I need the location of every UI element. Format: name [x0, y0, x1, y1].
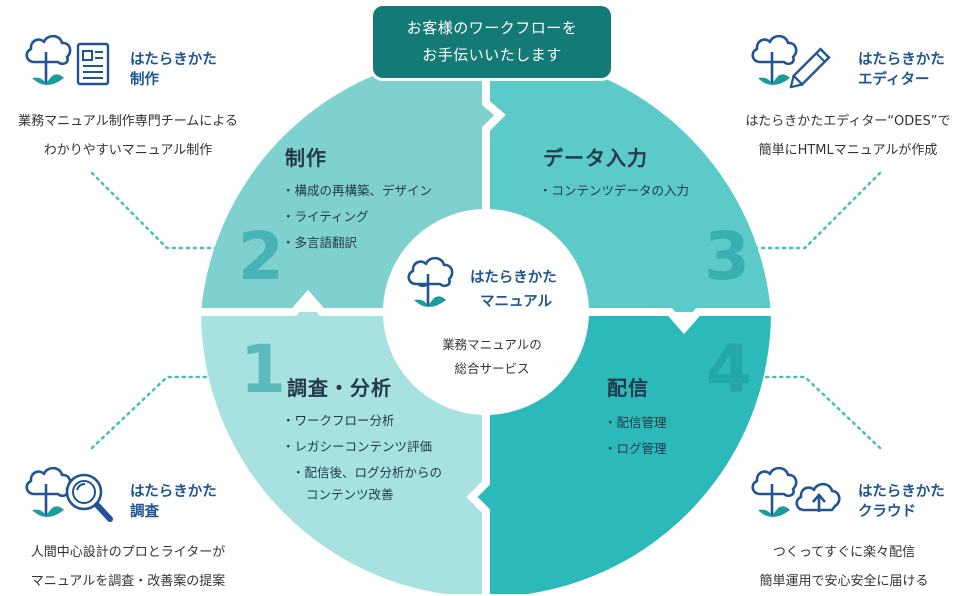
- quadrant-4-item: ログ管理: [604, 436, 667, 462]
- service-seisaku-desc-line-2: わかりやすいマニュアル制作: [43, 143, 213, 158]
- service-seisaku-title-line-2: 制作: [130, 72, 159, 88]
- quadrant-3-item: コンテンツデータの入力: [539, 178, 690, 204]
- service-cloud-title-line-2: クラウド: [858, 504, 916, 520]
- service-seisaku-title-line-1: はたらきかた: [130, 52, 217, 68]
- center-desc-line-1: 業務マニュアルの: [442, 337, 542, 352]
- service-seisaku-title: はたらきかた 制作: [130, 50, 217, 90]
- quadrant-4-item: 配信管理: [604, 410, 667, 436]
- service-editor-title-line-2: エディター: [858, 72, 930, 88]
- service-cloud-desc-line-2: 簡単運用で安心安全に届ける: [759, 574, 929, 589]
- quadrant-1-title: 調査・分析: [287, 376, 392, 400]
- quadrant-2-item: 多言語翻訳: [282, 230, 432, 256]
- banner-line-2: お手伝いいたします: [422, 46, 562, 64]
- service-chosa-desc-line-2: マニュアルを調査・改善案の提案: [30, 574, 226, 589]
- connector-cloud: [744, 375, 882, 450]
- quadrant-3-title: データ入力: [543, 146, 648, 170]
- quadrant-1-list: ワークフロー分析 レガシーコンテンツ評価 配信後、ログ分析からの コンテンツ改善: [282, 408, 443, 506]
- quadrant-4-title: 配信: [607, 376, 649, 400]
- service-editor-desc-line-1: はたらきかたエディター“ODES”で: [745, 114, 951, 129]
- service-chosa-desc-line-1: 人間中心設計のプロとライターが: [30, 545, 226, 560]
- banner-line-1: お客様のワークフローを: [406, 19, 578, 37]
- service-seisaku-desc-line-1: 業務マニュアル制作専門チームによる: [18, 114, 238, 129]
- center-desc-line-2: 総合サービス: [454, 361, 530, 376]
- quadrant-1-item: ワークフロー分析: [282, 408, 442, 434]
- quadrant-3-number: 3: [704, 218, 750, 295]
- quadrant-4-number: 4: [706, 331, 752, 408]
- workflow-banner: お客様のワークフローを お手伝いいたします: [373, 6, 611, 78]
- magnifier-icon: [25, 466, 113, 522]
- quadrant-1-item: コンテンツ改善: [306, 487, 394, 502]
- quadrant-1-number: 1: [240, 331, 286, 408]
- quadrant-3-list: コンテンツデータの入力: [539, 178, 690, 204]
- quadrant-2-item: ライティング: [282, 204, 432, 230]
- cloud-tree-logo-icon: [407, 256, 454, 307]
- quadrant-2-number: 2: [238, 218, 284, 295]
- quadrant-separators: [198, 50, 774, 594]
- service-cloud-description: つくってすぐに楽々配信 簡単運用で安心安全に届ける: [724, 538, 964, 596]
- connector-chosa: [90, 375, 228, 450]
- document-icon: [25, 34, 110, 86]
- service-cloud-desc-line-1: つくってすぐに楽々配信: [772, 545, 916, 560]
- service-cloud-title-line-1: はたらきかた: [858, 484, 945, 500]
- center-description: 業務マニュアルの 総合サービス: [412, 333, 572, 381]
- service-editor-desc-line-2: 簡単にHTMLマニュアルが作成: [758, 143, 938, 158]
- connector-seisaku: [90, 171, 228, 250]
- center-brand-line-1: はたらきかた: [470, 270, 557, 286]
- quadrant-2-item: 構成の再構築、デザイン: [282, 178, 433, 204]
- service-chosa-description: 人間中心設計のプロとライターが マニュアルを調査・改善案の提案: [0, 538, 256, 596]
- quadrant-1-item: 配信後、ログ分析からの: [282, 462, 443, 484]
- center-brand-line-2: マニュアル: [480, 294, 553, 310]
- service-chosa-title-line-2: 調査: [130, 504, 159, 520]
- service-seisaku-description: 業務マニュアル制作専門チームによる わかりやすいマニュアル制作: [0, 107, 256, 165]
- pencil-icon: [751, 34, 831, 89]
- service-cloud-title: はたらきかた クラウド: [858, 482, 945, 522]
- quadrant-2-title: 制作: [285, 146, 327, 170]
- quadrant-4-list: 配信管理 ログ管理: [604, 410, 667, 462]
- service-editor-title: はたらきかた エディター: [858, 50, 945, 90]
- service-chosa-title: はたらきかた 調査: [130, 482, 217, 522]
- cloud-upload-icon: [751, 466, 841, 517]
- quadrant-2-list: 構成の再構築、デザイン ライティング 多言語翻訳: [282, 178, 433, 256]
- connector-editor: [744, 171, 882, 250]
- service-editor-description: はたらきかたエディター“ODES”で 簡単にHTMLマニュアルが作成: [724, 107, 972, 165]
- quadrant-1-item: レガシーコンテンツ評価: [282, 434, 442, 460]
- service-editor-title-line-1: はたらきかた: [858, 52, 945, 68]
- center-circle: [383, 209, 589, 415]
- connector-lines: [90, 171, 882, 450]
- service-chosa-title-line-1: はたらきかた: [130, 484, 217, 500]
